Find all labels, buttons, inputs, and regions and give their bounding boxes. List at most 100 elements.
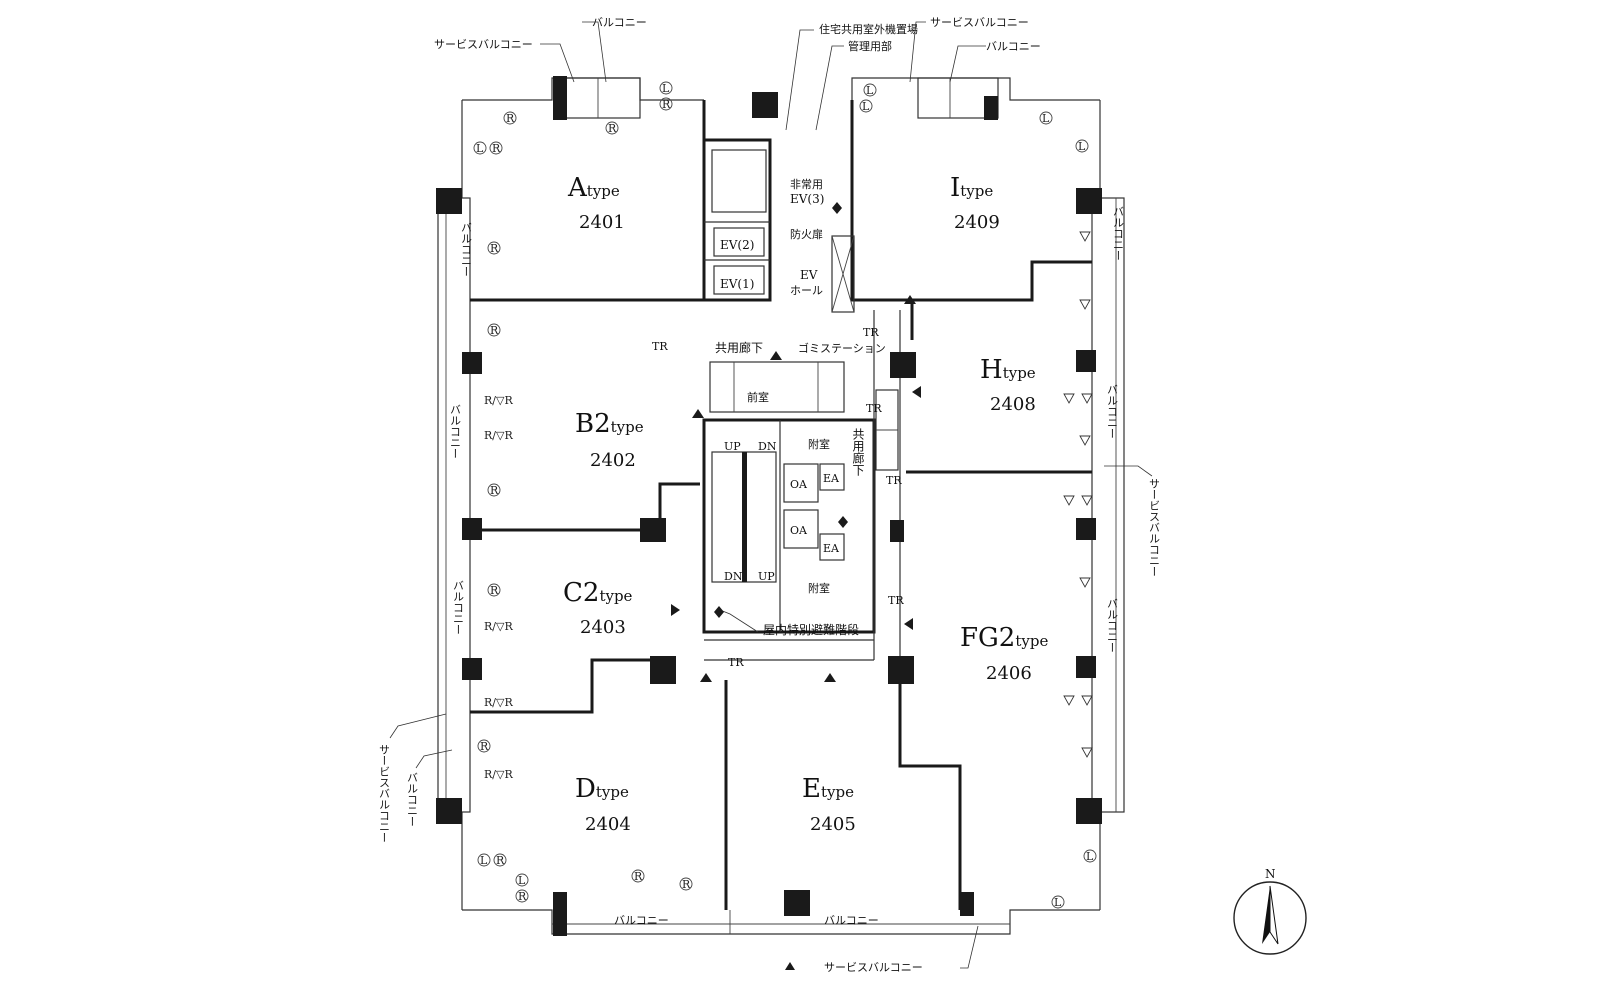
- unit-label-c2: C2type 2403: [563, 578, 633, 638]
- balcony-label-top-right: バルコニー: [986, 40, 1041, 53]
- up-label-bottom: UP: [758, 570, 775, 583]
- annex-label-bottom: 附室: [808, 581, 830, 595]
- tr-label-3: TR: [886, 474, 902, 487]
- ev-hall-label: EV: [800, 268, 818, 282]
- svg-text:L: L: [662, 82, 670, 95]
- unit-walls: [470, 100, 1092, 910]
- core-labels: 非常用 EV(3) EV(2) EV(1) 防火扉 EV ホール 共用廊下 ゴミ…: [652, 178, 904, 669]
- svg-text:L: L: [1078, 140, 1086, 153]
- svg-text:R/▽R: R/▽R: [484, 620, 513, 633]
- tr-label-4: TR: [888, 594, 904, 607]
- svg-text:2409: 2409: [954, 212, 1000, 233]
- svg-text:R: R: [506, 112, 515, 125]
- dn-label-top: DN: [758, 440, 777, 453]
- svg-text:L: L: [1042, 112, 1050, 125]
- svg-text:R: R: [634, 870, 643, 883]
- balcony-label-top-left: バルコニー: [592, 16, 647, 29]
- unit-label-h: Htype 2408: [980, 355, 1036, 415]
- unit-label-e: Etype 2405: [802, 774, 856, 835]
- ev3-label: EV(3): [790, 192, 824, 206]
- svg-text:2406: 2406: [986, 663, 1032, 684]
- outdoor-equipment-label: 住宅共用室外機置場: [819, 22, 918, 36]
- service-balcony-label-right: サービスバルコニー: [1148, 478, 1161, 577]
- svg-text:L: L: [866, 84, 874, 97]
- fixture-symbols: R R L R L R R R R/▽R R/▽R R R R/▽R R/▽R …: [473, 81, 1097, 909]
- ev1-label: EV(1): [720, 277, 754, 291]
- tr-label-5: TR: [728, 656, 744, 669]
- svg-text:L: L: [1086, 850, 1094, 863]
- oa-label-1: OA: [790, 478, 808, 491]
- unit-label-d: Dtype 2404: [575, 774, 631, 835]
- svg-text:L: L: [476, 142, 484, 155]
- balcony-label-bottom-left: バルコニー: [406, 772, 419, 827]
- svg-text:R: R: [480, 740, 489, 753]
- svg-text:Atype: Atype: [567, 173, 620, 203]
- dn-label-bottom: DN: [724, 570, 743, 583]
- north-arrow: N: [1233, 867, 1307, 955]
- building-outline: [437, 77, 1125, 935]
- management-label: 管理用部: [848, 39, 892, 53]
- balcony-label-bottom-e: バルコニー: [824, 914, 879, 927]
- svg-text:R: R: [518, 890, 527, 903]
- svg-text:R: R: [490, 242, 499, 255]
- leader-lines: [389, 21, 1153, 969]
- svg-text:C2type: C2type: [563, 578, 633, 608]
- svg-text:R/▽R: R/▽R: [484, 768, 513, 781]
- service-balcony-label-top-left: サービスバルコニー: [434, 38, 533, 51]
- svg-text:FG2type: FG2type: [960, 623, 1048, 653]
- triangle-markers: [1063, 231, 1093, 758]
- svg-text:R: R: [608, 122, 617, 135]
- svg-text:R: R: [682, 878, 691, 891]
- service-balcony-label-bottom: サービスバルコニー: [824, 961, 923, 974]
- svg-text:2408: 2408: [990, 394, 1036, 415]
- svg-text:L: L: [1054, 896, 1062, 909]
- fire-door-label: 防火扉: [790, 227, 823, 241]
- svg-text:L: L: [862, 100, 870, 113]
- balcony-label-right-fg2: バルコニー: [1106, 598, 1119, 653]
- balcony-labels: バルコニー サービスバルコニー サービスバルコニー バルコニー 住宅共用室外機置…: [378, 16, 1161, 974]
- up-label-top: UP: [724, 440, 741, 453]
- unit-label-fg2: FG2type 2406: [960, 623, 1048, 684]
- svg-text:Etype: Etype: [802, 774, 854, 804]
- unit-label-a: Atype 2401: [567, 173, 625, 233]
- corridor-label: 共用廊下: [715, 340, 763, 355]
- service-balcony-label-bottom-left: サービスバルコニー: [378, 744, 391, 843]
- ev-hall-label-2: ホール: [790, 284, 823, 297]
- balcony-label-right-i: バルコニー: [1112, 206, 1125, 261]
- balcony-label-right-h: バルコニー: [1106, 384, 1119, 439]
- svg-text:R/▽R: R/▽R: [484, 429, 513, 442]
- svg-text:R: R: [490, 324, 499, 337]
- ev2-label: EV(2): [720, 238, 754, 252]
- unit-label-b2: B2type 2402: [575, 409, 644, 471]
- garbage-station-label: ゴミステーション: [798, 341, 886, 355]
- svg-text:B2type: B2type: [575, 409, 644, 439]
- arrow-markers: [671, 202, 921, 970]
- svg-text:2402: 2402: [590, 450, 636, 471]
- ea-label-1: EA: [823, 472, 840, 485]
- annex-label-top: 附室: [808, 437, 830, 451]
- corridor-vertical-label: 共用廊下: [851, 428, 865, 476]
- tr-label-1: TR: [863, 326, 879, 339]
- tr-label-6: TR: [652, 340, 668, 353]
- svg-text:Htype: Htype: [980, 355, 1036, 385]
- svg-text:2404: 2404: [585, 814, 631, 835]
- ea-label-2: EA: [823, 542, 840, 555]
- svg-text:R: R: [662, 98, 671, 111]
- svg-text:R/▽R: R/▽R: [484, 394, 513, 407]
- svg-text:2403: 2403: [580, 617, 626, 638]
- svg-text:2401: 2401: [579, 212, 625, 233]
- service-balcony-label-top-right: サービスバルコニー: [930, 16, 1029, 29]
- svg-text:L: L: [518, 874, 526, 887]
- balcony-label-left-b2: バルコニー: [449, 404, 462, 459]
- emergency-ev-label: 非常用: [790, 178, 823, 191]
- svg-text:R: R: [490, 484, 499, 497]
- svg-text:R: R: [492, 142, 501, 155]
- oa-label-2: OA: [790, 524, 808, 537]
- svg-text:L: L: [480, 854, 488, 867]
- svg-text:Itype: Itype: [950, 173, 993, 203]
- svg-text:Dtype: Dtype: [575, 774, 629, 804]
- balcony-label-bottom-d: バルコニー: [614, 914, 669, 927]
- stairs-label: 屋内特別避難階段: [763, 622, 859, 637]
- svg-text:R/▽R: R/▽R: [484, 696, 513, 709]
